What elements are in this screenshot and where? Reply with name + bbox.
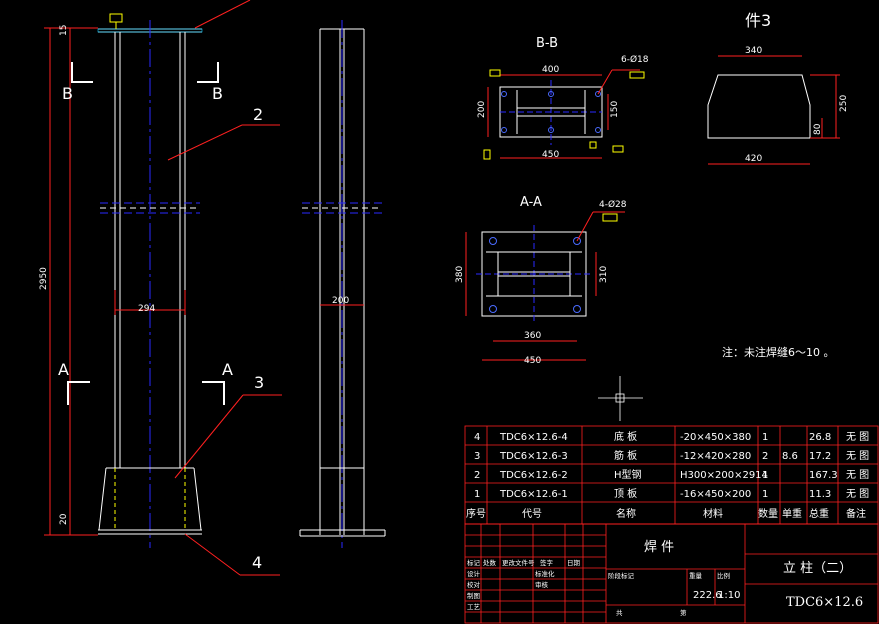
cell-code: TDC6×12.6-2 <box>499 470 568 481</box>
tb-label-std: 标准化 <box>535 569 555 578</box>
cell-material: H300×200×2914 <box>680 470 768 481</box>
cell-no: 2 <box>474 470 480 481</box>
tb-label-sheet: 共 <box>616 608 623 617</box>
part3-view: 件3 340 420 250 80 <box>707 11 849 165</box>
header-total: 总重 <box>809 507 829 520</box>
aa-dim-left: 380 <box>455 266 465 283</box>
cell-remark: 无 图 <box>846 431 869 443</box>
cell-qty: 1 <box>762 470 768 481</box>
callout-4: 4 <box>252 553 262 572</box>
section-bb: B-B 6-Ø18 400 450 200 150 <box>477 36 649 160</box>
part3-dim-small: 80 <box>813 123 823 135</box>
header-qty: 数量 <box>758 507 778 520</box>
aa-dim-bottom: 450 <box>524 356 541 366</box>
tb-label-change: 更改文件号 <box>502 558 535 567</box>
tb-label-design: 设计 <box>467 569 481 578</box>
tb-label-approve: 审核 <box>535 580 549 589</box>
cell-material: -12×420×280 <box>680 451 751 462</box>
front-view: 2950 15 20 294 B B A A 2 3 4 <box>39 0 282 576</box>
section-aa: A-A 4-Ø28 380 310 360 450 <box>455 195 627 366</box>
tb-label-sheet2: 第 <box>680 608 687 617</box>
tb-label-draw: 制图 <box>467 591 480 600</box>
header-remark: 备注 <box>846 507 866 520</box>
crosshair-icon <box>598 376 643 421</box>
section-a-right: A <box>222 360 233 379</box>
tb-label-mark: 标记 <box>467 558 481 567</box>
cell-material: -20×450×380 <box>680 432 751 443</box>
cell-name: 底 板 <box>614 430 637 443</box>
aa-hole-note: 4-Ø28 <box>599 199 627 210</box>
tb-label-sign: 签字 <box>540 558 554 567</box>
part3-dim-top: 340 <box>745 46 762 56</box>
section-b-left: B <box>62 84 73 103</box>
dim-height: 2950 <box>39 267 49 290</box>
tb-label-check: 校对 <box>467 580 481 589</box>
header-material: 材料 <box>703 507 723 520</box>
bb-dim-left: 200 <box>477 101 487 118</box>
parts-table-header: 序号 代号 名称 材料 数量 单重 总重 备注 <box>466 507 866 520</box>
dim-top-plate: 15 <box>59 25 69 36</box>
dim-side-width: 200 <box>332 296 349 306</box>
cell-total: 26.8 <box>809 432 831 443</box>
side-view: 200 <box>299 20 386 548</box>
cell-qty: 1 <box>762 432 768 443</box>
bb-dim-top: 400 <box>542 65 559 75</box>
section-a-left: A <box>58 360 69 379</box>
tb-assembly: 焊 件 <box>644 539 674 555</box>
cell-code: TDC6×12.6-3 <box>499 451 568 462</box>
cell-code: TDC6×12.6-4 <box>499 432 568 443</box>
tb-scale: 1:10 <box>718 590 740 601</box>
aa-dim-right: 310 <box>599 266 609 283</box>
cell-remark: 无 图 <box>846 488 869 500</box>
cell-remark: 无 图 <box>846 450 869 462</box>
bb-dim-right: 150 <box>610 101 620 118</box>
cell-code: TDC6×12.6-1 <box>499 489 568 500</box>
section-b-right: B <box>212 84 223 103</box>
bb-hole-note: 6-Ø18 <box>621 54 649 65</box>
cell-total: 11.3 <box>809 489 831 500</box>
title-block-text: 标记 处数 更改文件号 签字 日期 设计 标准化 校对 审核 制图 工艺 阶段标… <box>467 539 863 617</box>
cell-name: 筋 板 <box>614 449 637 462</box>
cell-material: -16×450×200 <box>680 489 751 500</box>
header-code: 代号 <box>522 508 542 520</box>
section-bb-title: B-B <box>536 36 558 51</box>
tb-label-date: 日期 <box>567 559 581 567</box>
tb-label-weight: 重量 <box>689 572 703 580</box>
part3-dim-bottom: 420 <box>745 154 762 164</box>
cell-name: 顶 板 <box>614 487 637 500</box>
cell-qty: 1 <box>762 489 768 500</box>
tb-label-stage: 阶段标记 <box>608 571 635 580</box>
callout-3: 3 <box>254 373 264 392</box>
tb-drawing-name: 立 柱（二） <box>783 561 852 576</box>
cell-qty: 2 <box>762 451 768 462</box>
header-no: 序号 <box>466 507 486 520</box>
tb-drawing-code: TDC6×12.6 <box>786 595 863 610</box>
cell-total: 167.3 <box>809 470 838 481</box>
callout-2: 2 <box>253 105 263 124</box>
weld-note: 注：未注焊缝6～10 。 <box>722 345 835 359</box>
header-name: 名称 <box>616 507 636 520</box>
title-block <box>464 523 879 624</box>
dim-column-width: 294 <box>138 304 155 314</box>
dim-base-plate: 20 <box>59 513 69 525</box>
tb-label-count: 处数 <box>483 558 497 567</box>
part3-dim-right: 250 <box>839 95 849 112</box>
cell-remark: 无 图 <box>846 469 869 481</box>
tb-label-craft: 工艺 <box>467 603 481 611</box>
header-unit: 单重 <box>782 507 802 520</box>
tb-label-scale: 比例 <box>717 571 730 580</box>
cell-name: H型钢 <box>614 468 642 481</box>
cell-no: 1 <box>474 489 480 500</box>
cell-total: 17.2 <box>809 451 831 462</box>
cell-unit: 8.6 <box>782 451 798 462</box>
part3-title: 件3 <box>745 11 771 30</box>
tb-weight: 222.6 <box>693 590 722 601</box>
cell-no: 3 <box>474 451 480 462</box>
bb-dim-bottom: 450 <box>542 150 559 160</box>
cell-no: 4 <box>474 432 480 443</box>
aa-dim-inner: 360 <box>524 331 541 341</box>
section-aa-title: A-A <box>520 195 542 210</box>
